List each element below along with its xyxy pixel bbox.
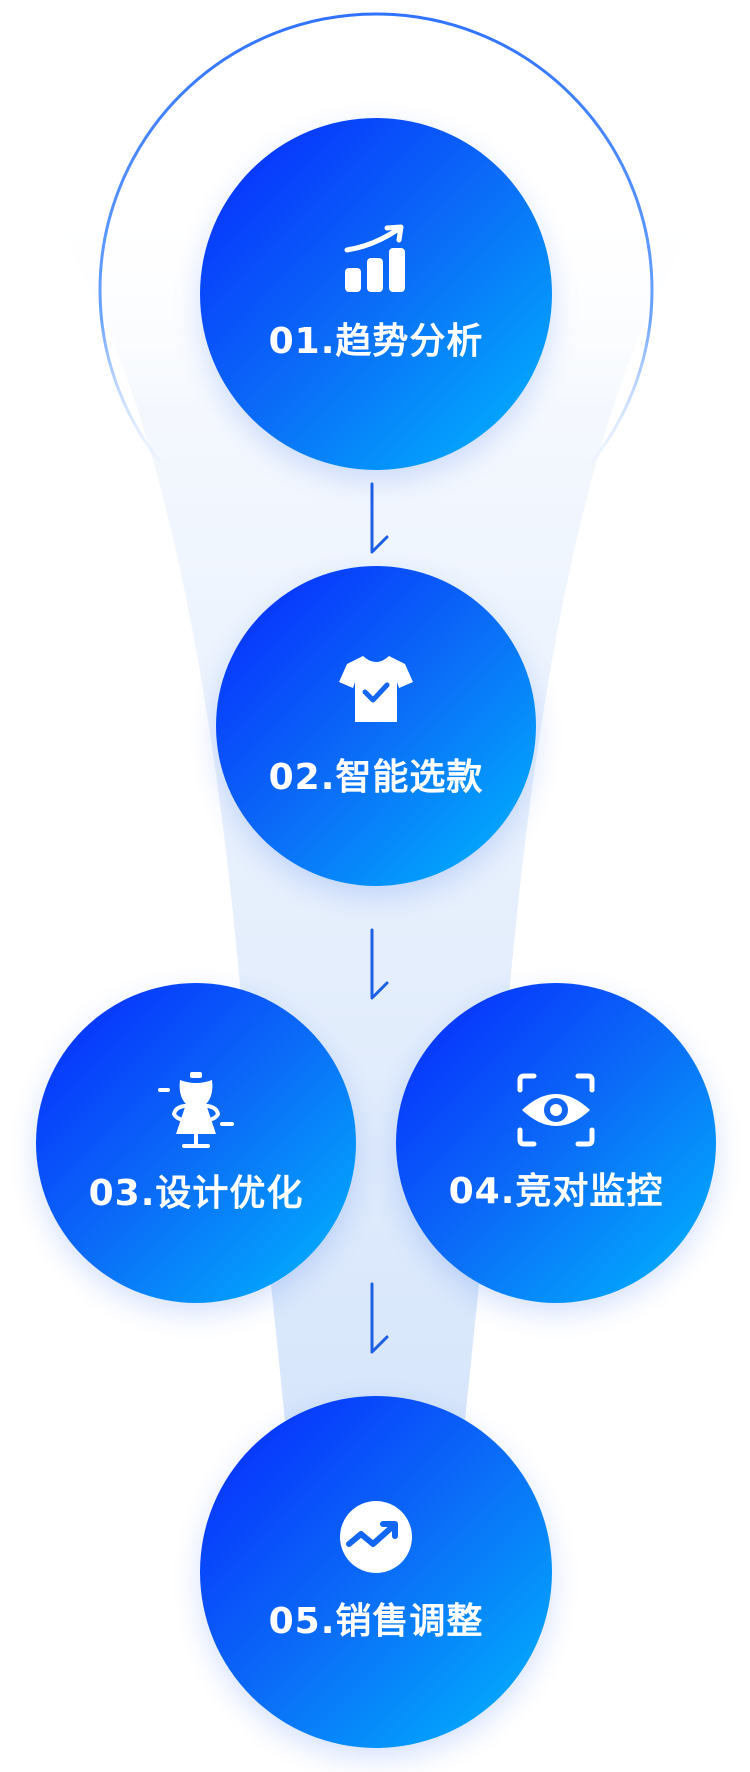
step-label: 04.竞对监控	[448, 1171, 664, 1212]
trend-circle-icon	[340, 1501, 412, 1573]
step-trend-analysis[interactable]: 01.趋势分析	[200, 118, 552, 470]
eye-scan-icon	[517, 1073, 595, 1147]
step-label: 02.智能选款	[268, 757, 484, 798]
step-label: 01.趋势分析	[268, 321, 484, 362]
step-competitor-monitoring[interactable]: 04.竞对监控	[396, 983, 716, 1303]
step-label: 03.设计优化	[88, 1173, 304, 1214]
tshirt-check-icon	[339, 656, 413, 722]
dress-form-icon	[158, 1072, 234, 1148]
arrow-down-2	[370, 928, 389, 1000]
trend-up-bar-chart-icon	[344, 224, 405, 292]
arrow-down-3	[370, 1282, 389, 1354]
step-label: 05.销售调整	[268, 1601, 484, 1642]
step-design-optimization[interactable]: 03.设计优化	[36, 983, 356, 1303]
step-smart-selection[interactable]: 02.智能选款	[216, 566, 536, 886]
arrow-down-1	[370, 482, 389, 554]
step-sales-adjustment[interactable]: 05.销售调整	[200, 1396, 552, 1748]
